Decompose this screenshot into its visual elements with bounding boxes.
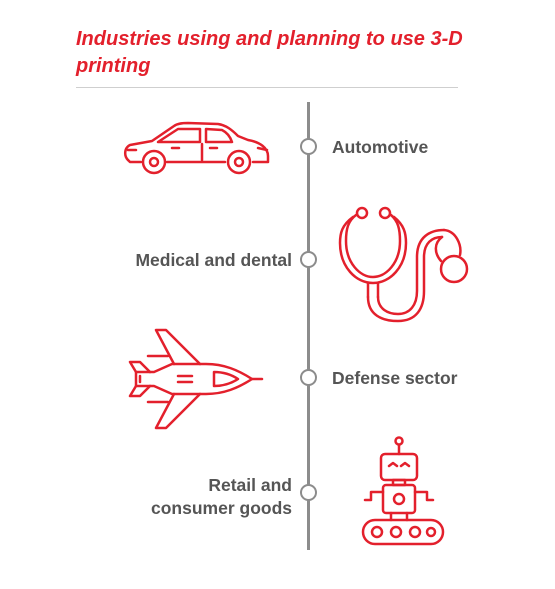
node-automotive <box>300 138 317 155</box>
node-medical-dental <box>300 251 317 268</box>
label-retail-line1: Retail and <box>208 475 292 495</box>
robot-icon <box>359 436 457 548</box>
label-retail-line2: consumer goods <box>151 498 292 518</box>
label-medical-dental: Medical and dental <box>135 250 292 270</box>
car-icon <box>122 118 272 178</box>
diagram-title: Industries using and planning to use 3-D… <box>76 28 463 77</box>
label-retail-consumer: Retail and consumer goods <box>124 474 292 520</box>
label-automotive: Automotive <box>332 137 429 157</box>
node-defense <box>300 369 317 386</box>
fighter-jet-icon <box>128 326 264 432</box>
node-retail-consumer <box>300 484 317 501</box>
title-divider <box>76 87 458 88</box>
timeline-axis <box>307 102 310 550</box>
label-defense: Defense sector <box>332 368 458 388</box>
stethoscope-icon <box>338 203 470 325</box>
